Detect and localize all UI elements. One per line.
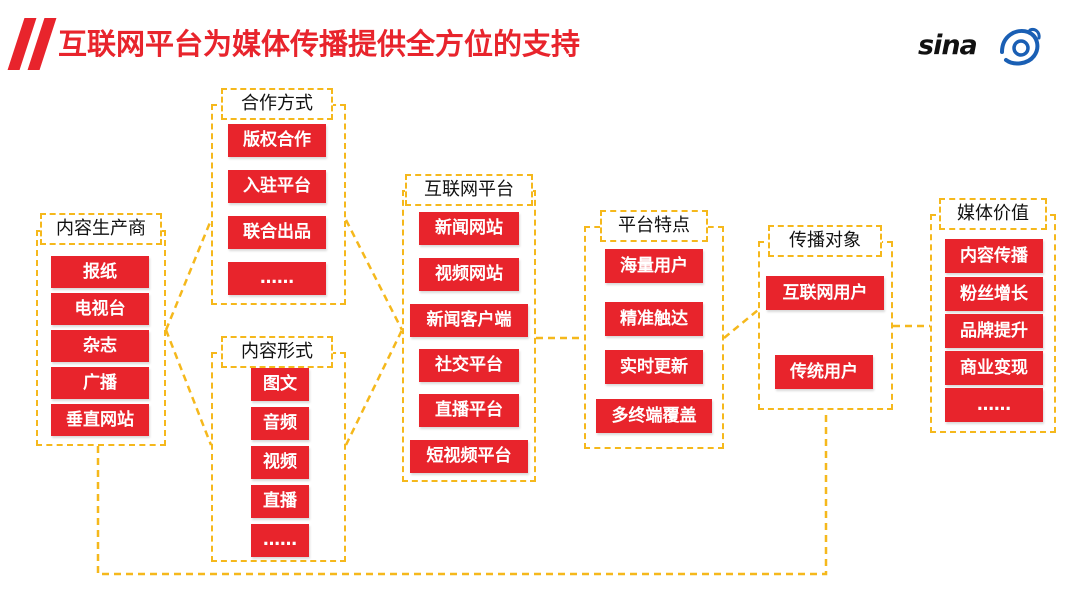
group-value-label: 媒体价值 bbox=[939, 198, 1047, 230]
group-producers-label: 内容生产商 bbox=[40, 213, 162, 245]
feature-item: 实时更新 bbox=[605, 350, 703, 384]
value-item: 品牌提升 bbox=[945, 314, 1043, 348]
format-item: 视频 bbox=[251, 446, 309, 479]
platform-item: 社交平台 bbox=[419, 349, 519, 382]
value-item: 粉丝增长 bbox=[945, 277, 1043, 311]
group-platforms-label: 互联网平台 bbox=[405, 174, 533, 206]
platform-item: 新闻网站 bbox=[419, 212, 519, 245]
platform-item: 视频网站 bbox=[419, 258, 519, 291]
cooperation-item: 版权合作 bbox=[228, 124, 326, 157]
platform-item: 直播平台 bbox=[419, 394, 519, 427]
producer-item: 杂志 bbox=[51, 330, 149, 362]
sina-logo: sina bbox=[918, 30, 978, 61]
platform-item: 新闻客户端 bbox=[410, 304, 528, 337]
cooperation-item: 联合出品 bbox=[228, 216, 326, 249]
group-features-label: 平台特点 bbox=[600, 210, 708, 242]
producer-item: 报纸 bbox=[51, 256, 149, 288]
value-item: 内容传播 bbox=[945, 239, 1043, 273]
weibo-eye-icon bbox=[1000, 28, 1041, 66]
connector-producers-cooperation bbox=[164, 219, 213, 331]
connector-features-audience bbox=[723, 309, 759, 339]
connector-feedback-loop bbox=[96, 410, 828, 576]
cooperation-item: …… bbox=[228, 262, 326, 295]
connector-producers-formats bbox=[164, 329, 213, 446]
group-cooperation-label: 合作方式 bbox=[221, 88, 333, 120]
format-item: 音频 bbox=[251, 407, 309, 440]
feature-item: 海量用户 bbox=[605, 249, 703, 283]
page-title: 互联网平台为媒体传播提供全方位的支持 bbox=[58, 27, 581, 61]
producer-item: 垂直网站 bbox=[51, 404, 149, 436]
format-item: 图文 bbox=[251, 368, 309, 401]
audience-item: 互联网用户 bbox=[766, 276, 884, 310]
connector-formats-platforms bbox=[344, 329, 404, 446]
format-item: …… bbox=[251, 524, 309, 557]
feature-item: 精准触达 bbox=[605, 302, 703, 336]
value-item: …… bbox=[945, 388, 1043, 422]
feature-item: 多终端覆盖 bbox=[596, 399, 712, 433]
connector-cooperation-platforms bbox=[344, 219, 404, 331]
group-formats-label: 内容形式 bbox=[221, 336, 333, 368]
group-audience-label: 传播对象 bbox=[768, 225, 882, 257]
audience-item: 传统用户 bbox=[775, 355, 873, 389]
format-item: 直播 bbox=[251, 485, 309, 518]
platform-item: 短视频平台 bbox=[410, 440, 528, 473]
cooperation-item: 入驻平台 bbox=[228, 170, 326, 203]
producer-item: 电视台 bbox=[51, 293, 149, 325]
value-item: 商业变现 bbox=[945, 351, 1043, 385]
producer-item: 广播 bbox=[51, 367, 149, 399]
